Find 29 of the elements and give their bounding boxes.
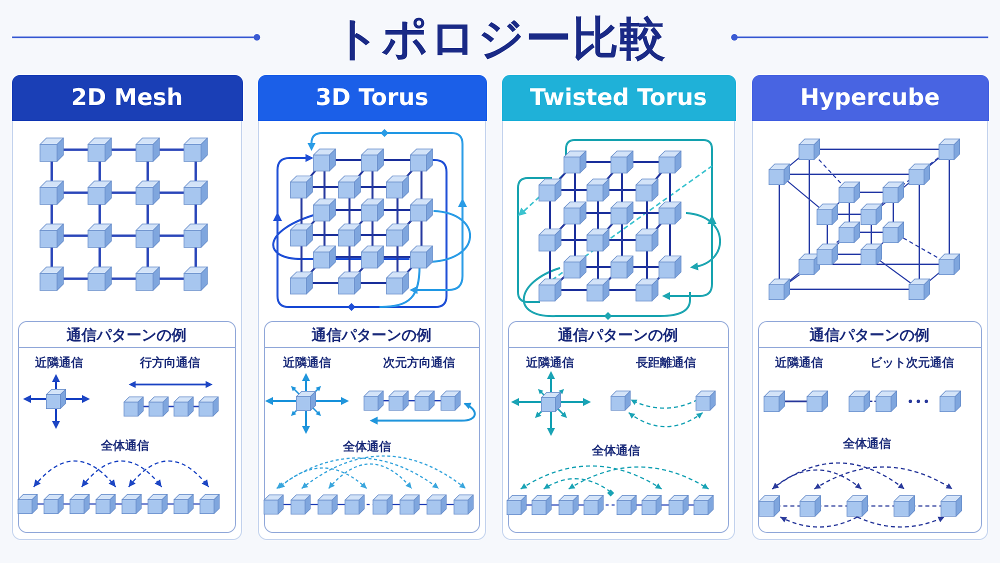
pattern-label: 行方向通信 <box>140 356 200 370</box>
box-heading: 通信パターンの例 <box>312 326 432 344</box>
topology-card <box>502 75 735 540</box>
pattern-box <box>264 320 480 532</box>
box-heading: 通信パターンの例 <box>558 326 678 344</box>
card-heading: 2D Mesh <box>71 84 183 110</box>
card-heading: 3D Torus <box>316 84 428 110</box>
pattern-label: 近隣通信 <box>775 356 823 370</box>
pattern-label: 全体通信 <box>843 436 891 452</box>
title-text: トポロジー比較 <box>334 11 666 65</box>
topology-card <box>258 75 486 540</box>
card-heading: Hypercube <box>800 84 940 110</box>
box-heading: 通信パターンの例 <box>810 326 930 344</box>
pattern-box <box>758 320 982 532</box>
pattern-label: 近隣通信 <box>35 356 83 370</box>
box-heading: 通信パターンの例 <box>66 326 186 344</box>
pattern-label: 近隣通信 <box>283 356 331 370</box>
pattern-label: 全体通信 <box>592 444 640 458</box>
pattern-label: 全体通信 <box>343 440 391 454</box>
pattern-label: ビット次元通信 <box>870 356 954 370</box>
pattern-label: 次元方向通信 <box>383 356 455 370</box>
pattern-label: 近隣通信 <box>526 356 574 370</box>
pattern-box <box>18 320 236 532</box>
pattern-box <box>508 320 728 532</box>
card-heading: Twisted Torus <box>530 84 707 110</box>
pattern-label: 長距離通信 <box>636 356 696 370</box>
topology-card <box>752 75 988 540</box>
topology-card <box>12 75 242 540</box>
pattern-label: 全体通信 <box>101 438 149 454</box>
